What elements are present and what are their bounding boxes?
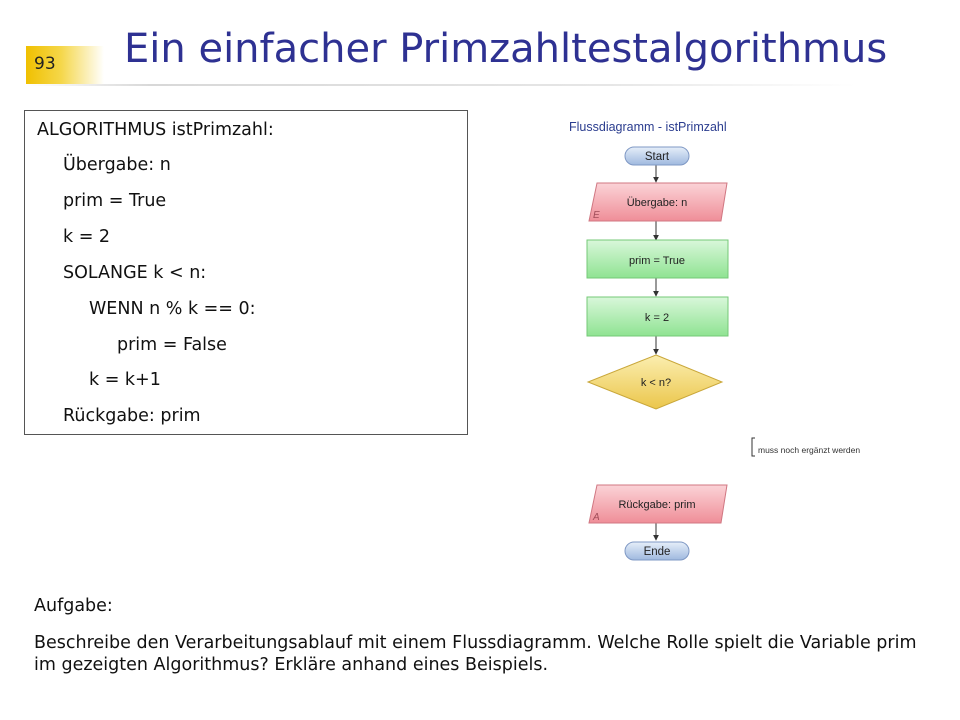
output-label: Rückgabe: prim: [618, 499, 695, 511]
end-terminal: Ende: [624, 541, 690, 561]
note-label: muss noch ergänzt werden: [758, 445, 860, 455]
task-text: Beschreibe den Verarbeitungsablauf mit e…: [34, 633, 917, 675]
note-bracket: [751, 437, 755, 457]
flowchart-title: Flussdiagramm - istPrimzahl: [570, 120, 727, 134]
process-k-init: k = 2: [586, 296, 729, 337]
start-terminal: Start: [624, 146, 690, 166]
input-tag: E: [593, 210, 600, 221]
process-prim-true: prim = True: [586, 239, 729, 279]
slide-number-badge: 93: [26, 46, 104, 84]
title-divider: [26, 84, 856, 86]
output-tag: A: [592, 512, 600, 523]
pseudocode-box: ALGORITHMUS istPrimzahl: Übergabe: n pri…: [24, 110, 468, 435]
code-line-k-init: k = 2: [63, 227, 111, 247]
flowchart: Flussdiagramm - istPrimzahl Start Überga…: [570, 110, 930, 580]
start-label: Start: [645, 151, 670, 163]
condition-label: k < n?: [641, 377, 671, 389]
pending-note: muss noch ergänzt werden: [751, 437, 860, 457]
input-label: Übergabe: n: [627, 197, 688, 209]
code-line-while: SOLANGE k < n:: [63, 263, 207, 283]
k-init-label: k = 2: [645, 312, 669, 324]
slide-number: 93: [34, 54, 56, 74]
end-label: Ende: [644, 546, 671, 558]
code-line-prim-false: prim = False: [117, 335, 227, 355]
prim-true-label: prim = True: [629, 255, 685, 267]
code-line-return: Rückgabe: prim: [63, 406, 201, 426]
decision-diamond: k < n?: [586, 354, 724, 410]
output-parallelogram: Rückgabe: prim A: [588, 484, 728, 524]
task-label: Aufgabe:: [34, 596, 113, 616]
code-line-header: ALGORITHMUS istPrimzahl:: [37, 120, 274, 140]
code-line-input: Übergabe: n: [63, 155, 171, 175]
code-line-prim-true: prim = True: [63, 191, 167, 211]
input-parallelogram: Übergabe: n E: [588, 182, 728, 222]
code-line-increment: k = k+1: [89, 370, 161, 390]
code-line-if: WENN n % k == 0:: [89, 299, 256, 319]
slide-title: Ein einfacher Primzahltestalgorithmus: [124, 26, 888, 72]
